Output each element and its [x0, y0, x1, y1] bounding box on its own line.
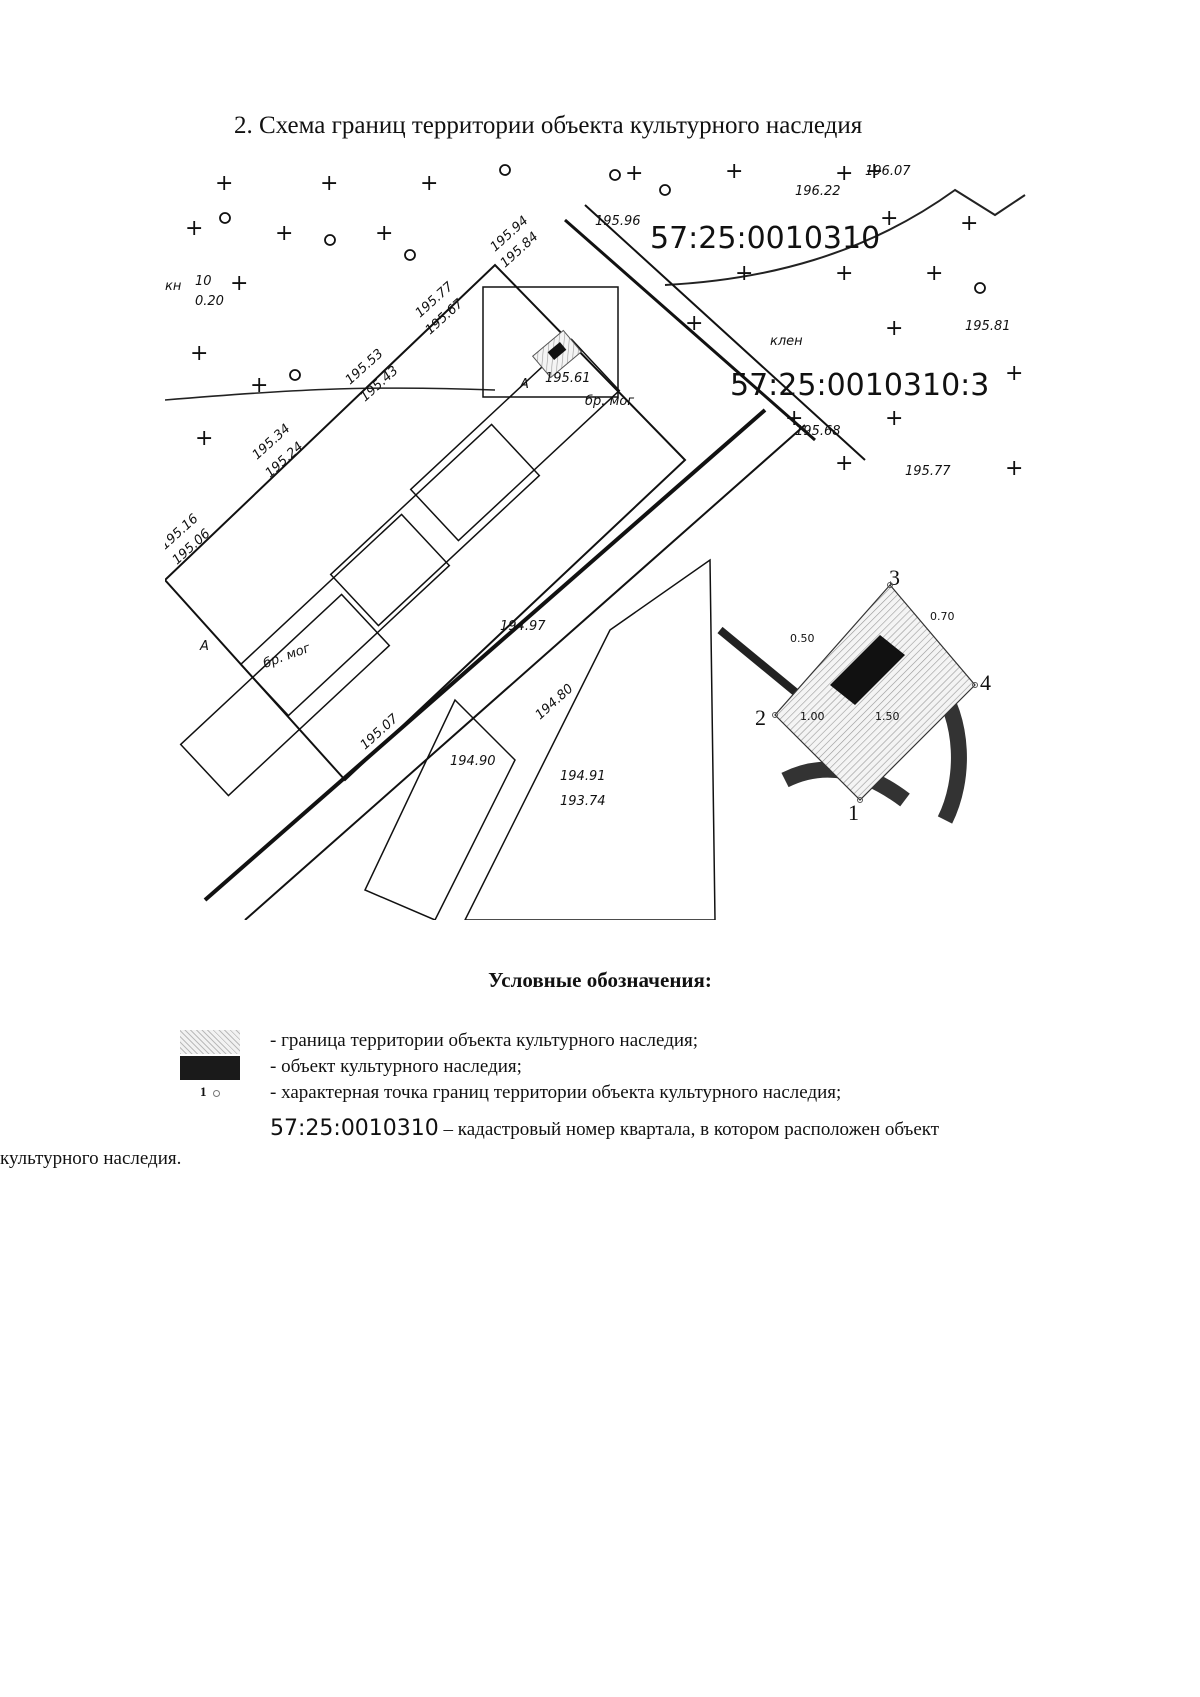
svg-text:+: + — [835, 261, 853, 286]
elevation-label: 193.74 — [560, 794, 606, 809]
label-kn: кн — [165, 279, 182, 294]
svg-text:+: + — [230, 271, 248, 296]
svg-text:+: + — [880, 206, 898, 231]
svg-text:+: + — [885, 406, 903, 431]
building — [363, 698, 516, 920]
circle-symbols — [219, 164, 986, 381]
cadastral-map: + + + + + + + + + + + + + + + + + + + + + + + + + + 57:25… — [165, 160, 1125, 920]
hatch-swatch — [180, 1030, 240, 1054]
inset-point-label: 1 — [848, 800, 859, 825]
svg-text:+: + — [375, 221, 393, 246]
cadastral-number-main: 57:25:0010310 — [650, 221, 880, 256]
svg-text:+: + — [1005, 456, 1023, 481]
svg-text:+: + — [625, 161, 643, 186]
svg-text:+: + — [725, 160, 743, 184]
label-brmog: бр. мог — [585, 394, 634, 409]
page-title: 2. Схема границ территории объекта культ… — [234, 112, 863, 139]
label-klen: клен — [770, 334, 803, 349]
legend-item: 1 - характерная точка границ территории … — [180, 1082, 1100, 1108]
svg-text:+: + — [185, 216, 203, 241]
elevation-label: 195.61 — [545, 371, 591, 386]
cadastral-description: – кадастровый номер квартала, в котором … — [438, 1119, 940, 1140]
inset-dim-label: 1.00 — [800, 710, 825, 723]
svg-text:+: + — [925, 261, 943, 286]
svg-text:+: + — [785, 406, 803, 431]
label-a: А — [519, 377, 529, 392]
elevation-label: 194.91 — [560, 769, 606, 784]
inset-dim-label: 0.70 — [930, 610, 955, 623]
object-frame — [482, 286, 619, 398]
svg-text:+: + — [835, 451, 853, 476]
inset-detail: 1 2 3 4 0.70 0.50 1.00 1.50 — [715, 515, 1040, 835]
label-a: А — [199, 639, 209, 654]
elevation-label: 196.22 — [795, 184, 841, 199]
inset-point-label: 3 — [889, 565, 900, 590]
inset-dim-label: 0.50 — [790, 632, 815, 645]
legend-item: - граница территории объекта культурного… — [180, 1030, 1100, 1056]
contour-line — [165, 387, 496, 401]
legend-cadastral: 57:25:0010310 – кадастровый номер кварта… — [270, 1116, 939, 1141]
svg-text:+: + — [735, 261, 753, 286]
svg-text:+: + — [215, 171, 233, 196]
svg-text:+: + — [865, 160, 883, 184]
label-ten: 10 — [195, 274, 212, 289]
heritage-object — [547, 342, 567, 360]
building — [464, 558, 716, 920]
cadastral-number: 57:25:0010310 — [270, 1116, 439, 1141]
point-symbol: 1 — [200, 1084, 220, 1100]
svg-text:+: + — [685, 311, 703, 336]
svg-text:+: + — [195, 426, 213, 451]
svg-text:+: + — [275, 221, 293, 246]
svg-text:+: + — [960, 211, 978, 236]
cadastral-number-parcel: 57:25:0010310:3 — [730, 368, 989, 403]
elevation-label: 195.81 — [965, 319, 1011, 334]
road-edge — [203, 408, 767, 902]
legend-text: - объект культурного наследия; — [270, 1056, 522, 1077]
parcel-block — [165, 263, 687, 797]
elevation-label: 196.07 — [865, 164, 911, 179]
legend-heading: Условные обозначения: — [488, 968, 712, 992]
svg-text:+: + — [885, 316, 903, 341]
svg-text:+: + — [1005, 361, 1023, 386]
legend-item: - объект культурного наследия; — [180, 1056, 1100, 1082]
tree-symbols: + + + + + + + + + + + + + + + + + + + + + + + + + + — [185, 160, 1023, 481]
inset-heritage-object — [830, 635, 905, 705]
road-edge — [564, 218, 816, 442]
inset-point-label: 2 — [755, 705, 766, 730]
svg-text:+: + — [250, 373, 268, 398]
svg-text:+: + — [835, 161, 853, 186]
legend-text: - граница территории объекта культурного… — [270, 1030, 699, 1051]
inset-dim-label: 1.50 — [875, 710, 900, 723]
black-swatch — [180, 1056, 240, 1080]
road-edge — [244, 424, 806, 920]
point-circle-icon — [212, 1089, 220, 1097]
svg-text:+: + — [420, 171, 438, 196]
elevation-label: 195.96 — [595, 214, 641, 229]
elevation-label: 194.97 — [500, 619, 546, 634]
svg-text:+: + — [320, 171, 338, 196]
elevation-label: 194.90 — [450, 754, 496, 769]
inset-point-label: 4 — [980, 670, 991, 695]
road-edge — [584, 204, 866, 461]
elevation-label: 195.77 — [905, 464, 951, 479]
legend-text: - характерная точка границ территории об… — [270, 1082, 842, 1103]
contour-line — [664, 188, 1026, 286]
legend-continuation: культурного наследия. — [0, 1148, 182, 1169]
legend: - граница территории объекта культурного… — [180, 1030, 1100, 1141]
label-zero20: 0.20 — [195, 294, 224, 309]
svg-text:+: + — [190, 341, 208, 366]
elevation-label: 195.68 — [795, 424, 841, 439]
inset-boundary — [774, 584, 976, 801]
